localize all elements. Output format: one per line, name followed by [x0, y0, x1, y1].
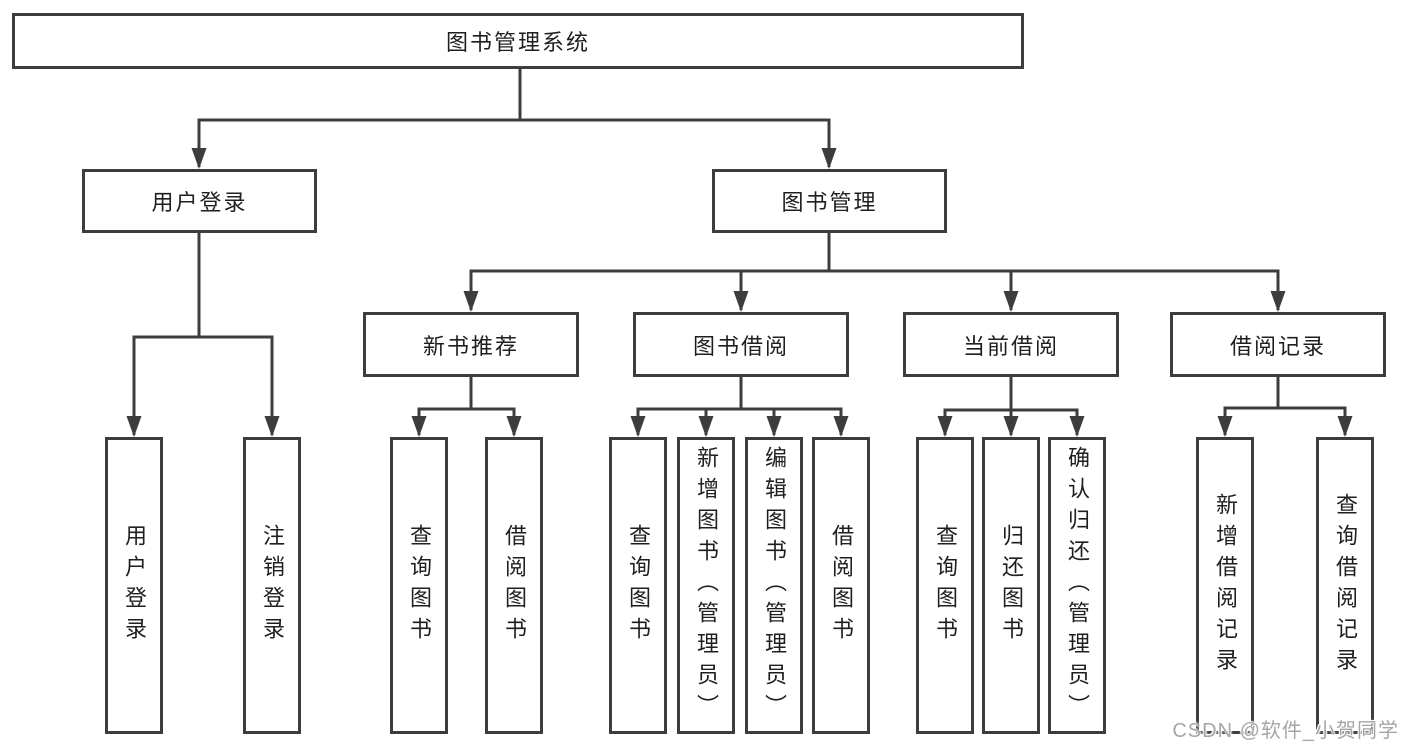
arrowhead: [821, 148, 837, 169]
leaf-newbook-borrow: 借阅图书: [485, 437, 543, 734]
leaf-borrow-borrow: 借阅图书: [812, 437, 870, 734]
arrowhead: [264, 416, 280, 437]
arrowhead: [833, 416, 849, 437]
arrowhead: [630, 416, 646, 437]
leaf-user-login: 用户登录: [105, 437, 163, 734]
node-new-book-recommend-label: 新书推荐: [422, 333, 519, 359]
leaf-borrow-add-admin-label: 新增图书（管理员）: [694, 446, 719, 725]
arrowhead: [506, 416, 522, 437]
arrowhead: [1069, 416, 1085, 437]
leaf-record-add: 新增借阅记录: [1196, 437, 1254, 734]
node-current-borrow-label: 当前借阅: [962, 333, 1059, 359]
node-book-borrow: 图书借阅: [633, 312, 849, 377]
node-book-management-label: 图书管理: [781, 190, 878, 215]
arrowhead: [411, 416, 427, 437]
arrowhead: [1270, 291, 1286, 312]
leaf-current-return-label: 归还图书: [999, 523, 1024, 648]
node-root: 图书管理系统: [12, 13, 1024, 69]
arrowhead: [1003, 416, 1019, 437]
leaf-newbook-query-label: 查询图书: [407, 523, 432, 648]
arrowhead: [191, 148, 207, 169]
leaf-record-query: 查询借阅记录: [1316, 437, 1374, 734]
connector-borrow-rail: [636, 407, 843, 435]
node-book-management: 图书管理: [712, 169, 947, 233]
leaf-newbook-borrow-label: 借阅图书: [502, 523, 527, 648]
connector-newbook-rail: [417, 407, 516, 435]
node-user-login: 用户登录: [82, 169, 317, 233]
leaf-record-query-label: 查询借阅记录: [1333, 492, 1358, 679]
node-current-borrow: 当前借阅: [903, 312, 1119, 377]
arrowhead: [126, 416, 142, 437]
node-book-borrow-label: 图书借阅: [692, 333, 789, 359]
leaf-borrow-add-admin: 新增图书（管理员）: [677, 437, 735, 734]
leaf-current-confirm-return-admin-label: 确认归还（管理员）: [1065, 446, 1090, 725]
connector-user-login-rail: [132, 335, 274, 435]
leaf-borrow-edit-admin-label: 编辑图书（管理员）: [762, 446, 787, 725]
arrowhead: [1003, 291, 1019, 312]
leaf-logout-label: 注销登录: [260, 523, 285, 648]
leaf-borrow-query: 查询图书: [609, 437, 667, 734]
node-new-book-recommend: 新书推荐: [363, 312, 579, 377]
arrowhead: [1337, 416, 1353, 437]
arrowhead: [1217, 416, 1233, 437]
leaf-borrow-query-label: 查询图书: [626, 523, 651, 648]
node-user-login-label: 用户登录: [151, 190, 248, 215]
node-borrow-record-label: 借阅记录: [1229, 333, 1326, 359]
leaf-user-login-label: 用户登录: [122, 523, 147, 648]
arrowhead: [937, 416, 953, 437]
leaf-newbook-query: 查询图书: [390, 437, 448, 734]
leaf-borrow-borrow-label: 借阅图书: [829, 523, 854, 648]
leaf-current-query: 查询图书: [916, 437, 974, 734]
leaf-record-add-label: 新增借阅记录: [1213, 492, 1238, 679]
leaf-current-return: 归还图书: [982, 437, 1040, 734]
node-borrow-record: 借阅记录: [1170, 312, 1386, 377]
leaf-current-query-label: 查询图书: [933, 523, 958, 648]
arrowhead: [698, 416, 714, 437]
leaf-logout: 注销登录: [243, 437, 301, 734]
node-root-label: 图书管理系统: [445, 30, 590, 55]
connector-level3-rail: [469, 269, 1280, 310]
arrowhead: [766, 416, 782, 437]
arrowhead: [463, 291, 479, 312]
watermark: CSDN @软件_小贺同学: [1172, 720, 1399, 742]
leaf-borrow-edit-admin: 编辑图书（管理员）: [745, 437, 803, 734]
connector-level2-rail: [197, 118, 831, 167]
connector-record-rail: [1223, 406, 1347, 435]
arrowhead: [733, 291, 749, 312]
leaf-current-confirm-return-admin: 确认归还（管理员）: [1048, 437, 1106, 734]
